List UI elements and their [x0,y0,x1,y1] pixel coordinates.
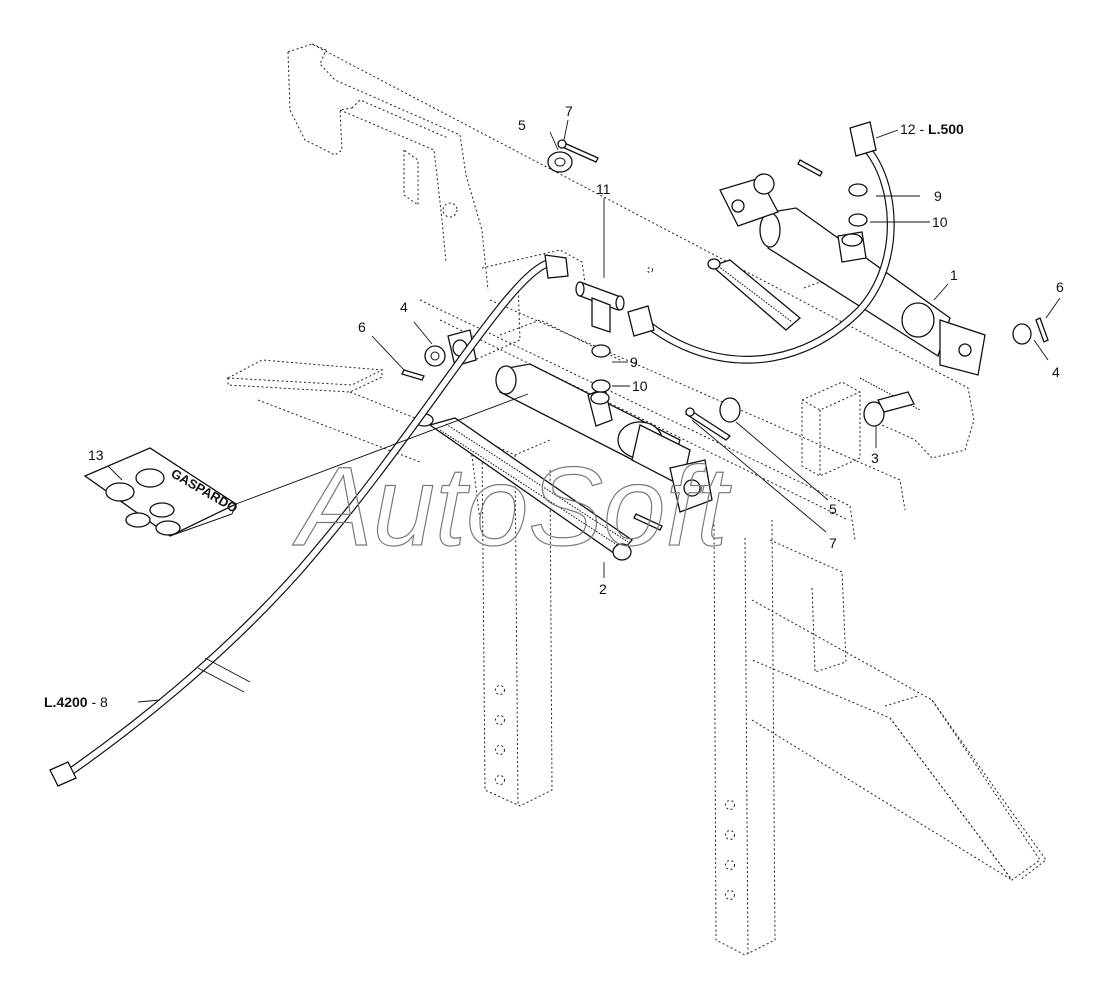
label-8: L.4200 - 8 [44,694,108,710]
hose-long-8 [49,254,569,787]
seal-kit-bag: GASPARDO [83,393,529,537]
label-6-right: 6 [1056,279,1064,295]
pin-3 [863,401,885,427]
label-7-upper: 7 [565,103,573,119]
washer-4-right [1012,323,1032,345]
adapter-9-upper [848,183,868,197]
label-12: 12 - L.500 [900,121,964,137]
label-13: 13 [88,447,104,463]
label-2: 2 [599,581,607,597]
label-9-lower: 9 [630,354,638,370]
label-11: 11 [596,181,611,197]
label-9-upper: 9 [934,188,942,204]
hydraulic-cylinder-lower [447,329,713,513]
washer-5-upper [547,151,573,173]
tee-fitting [575,281,625,333]
washer-upper-right [753,173,775,195]
label-3: 3 [871,450,879,466]
hose-short-12 [627,121,895,364]
seal-10-upper [848,213,868,227]
pin-6-left [401,369,425,381]
pin-lower [633,513,663,531]
pin-upper-right [797,159,823,177]
label-1: 1 [950,267,958,283]
label-10-lower: 10 [632,378,648,394]
washer-5-middle [719,397,741,423]
watermark: AutoSoft [292,444,732,569]
adapter-9-lower [591,344,611,358]
pin-6-right [1035,317,1049,343]
spring-right-small [859,377,921,411]
frame-outline [226,43,1047,956]
label-10-upper: 10 [932,214,948,230]
spring-lower [414,413,633,561]
small-hardware [401,139,1049,531]
part-labels: 1 2 3 4 4 5 5 6 6 7 7 9 9 10 10 11 12 - … [44,103,1064,710]
label-6-left: 6 [358,319,366,335]
leader-lines [107,119,1061,703]
label-4-right: 4 [1052,364,1060,380]
hydraulic-cylinder-upper [719,177,986,376]
label-4-left: 4 [400,299,408,315]
label-7-middle: 7 [829,535,837,551]
spring-upper [707,258,802,331]
label-5-upper: 5 [518,117,526,133]
washer-4-left [424,345,446,367]
label-5-middle: 5 [829,501,837,517]
seal-10-lower [591,379,611,393]
